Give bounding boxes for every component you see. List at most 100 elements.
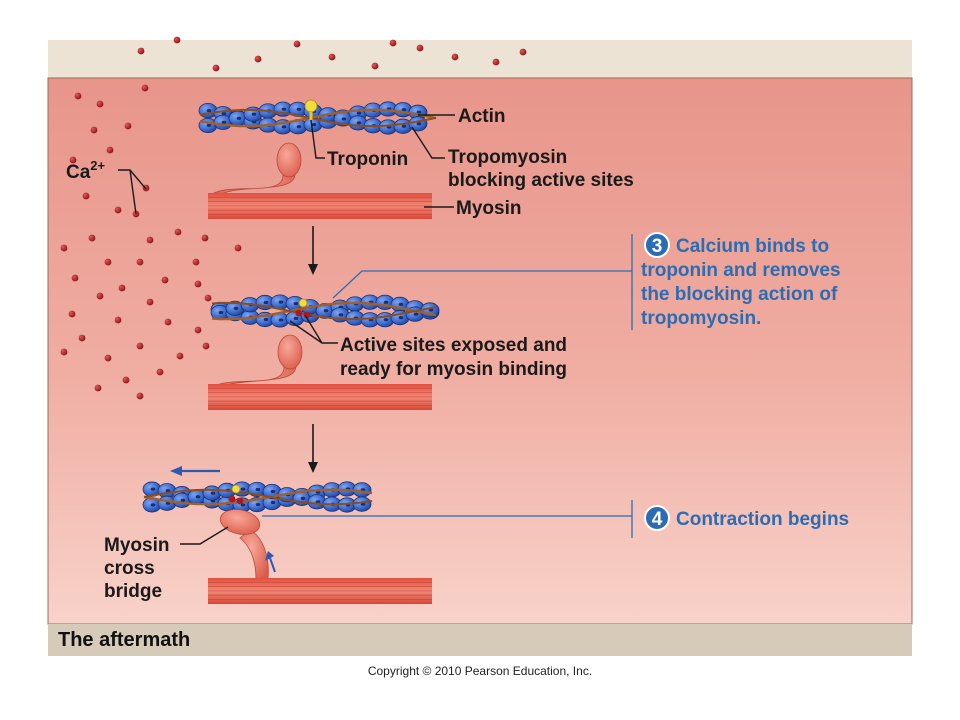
calcium-ion xyxy=(68,310,76,318)
calcium-ion xyxy=(173,36,181,44)
actin-bead-center xyxy=(278,300,284,304)
calcium-ion xyxy=(212,64,220,72)
tropomyosin-leader xyxy=(411,126,445,159)
footer-title: The aftermath xyxy=(58,629,190,651)
calcium-ion xyxy=(114,316,122,324)
actin-bead-center xyxy=(300,496,306,500)
actin-bead-center xyxy=(236,116,242,120)
calcium-ion xyxy=(161,276,169,284)
calcium-ion xyxy=(254,55,262,63)
step-3-text-line2: troponin and removes xyxy=(641,260,841,281)
actin-bead-center xyxy=(240,487,246,491)
calcium-ion xyxy=(192,258,200,266)
cross-bridge-head xyxy=(219,509,261,535)
tropomyosin-strand xyxy=(143,488,373,506)
calcium-ion xyxy=(164,318,172,326)
tropomyosin-strand xyxy=(211,301,437,321)
actin-bead-center xyxy=(293,316,299,321)
calcium-ion xyxy=(60,244,68,252)
calcium-ion xyxy=(124,122,132,130)
calcium-label: Ca2+ xyxy=(66,158,106,183)
active-sites-leader-b xyxy=(304,314,323,344)
actin-bead-center xyxy=(263,300,269,305)
actin-bead-center xyxy=(281,125,287,129)
calcium-ion xyxy=(122,376,130,384)
actin-bead-center xyxy=(251,112,257,116)
footer-bar xyxy=(48,624,912,656)
step-4-number: 4 xyxy=(652,509,663,530)
step-4: 4 Contraction begins xyxy=(644,505,849,531)
step-3: 3 Calcium binds to troponin and removes … xyxy=(641,232,841,329)
myosin-head-blob xyxy=(277,334,303,370)
calcium-ion xyxy=(104,258,112,266)
actin-bead-center xyxy=(255,502,261,507)
tropomyosin-strand xyxy=(143,488,373,506)
actin-bead-center xyxy=(413,312,419,316)
actin-bead-center xyxy=(383,300,389,304)
actin-bead-center xyxy=(221,120,227,124)
calcium-ion xyxy=(194,280,202,288)
myosin-label: Myosin xyxy=(456,198,521,219)
calcium-ion xyxy=(201,234,209,242)
cross-bridge-label-line3: bridge xyxy=(104,581,162,602)
actin-bead-center xyxy=(311,123,317,127)
calcium-label-charge: 2+ xyxy=(90,158,105,173)
actin-bead-center xyxy=(356,111,362,115)
calcium-ion xyxy=(106,146,114,154)
actin-bead-center xyxy=(255,487,261,492)
troponin-complex xyxy=(298,298,308,308)
calcium-ion xyxy=(104,354,112,362)
actin-filament-blocked xyxy=(198,101,437,135)
down-arrow-1 xyxy=(308,226,318,275)
calcium-ion xyxy=(82,192,90,200)
actin-bead-center xyxy=(398,316,404,320)
actin-bead-center xyxy=(296,107,302,111)
calcium-ion xyxy=(71,274,79,282)
calcium-ion xyxy=(96,292,104,300)
calcium-leader-b xyxy=(129,169,137,215)
slide-direction-arrow xyxy=(170,466,220,476)
step-3-text-line4: tropomyosin. xyxy=(641,308,761,329)
actin-bead-center xyxy=(293,301,299,306)
actin-bead-center xyxy=(195,495,201,499)
actin-bead-center xyxy=(296,125,302,129)
myosin-head-blocked xyxy=(210,142,302,195)
calcium-ion xyxy=(60,348,68,356)
actin-bead-center xyxy=(210,491,216,495)
actin-bead-center xyxy=(398,302,404,306)
calcium-ion xyxy=(371,62,379,70)
calcium-ion xyxy=(389,39,397,47)
actin-bead-center xyxy=(165,501,171,505)
tropomyosin-strand xyxy=(199,108,437,128)
calcium-ion xyxy=(519,48,527,56)
calcium-ions xyxy=(60,36,527,400)
tropomyosin-strand xyxy=(211,301,437,321)
actin-bead-center xyxy=(150,503,156,507)
actin-bead-center xyxy=(428,308,434,312)
calcium-ion xyxy=(69,156,77,164)
myosin-head-blob xyxy=(276,142,302,178)
cross-bridge-leader xyxy=(180,526,229,545)
actin-bead-center xyxy=(401,108,407,112)
calcium-ion xyxy=(416,44,424,52)
calcium-ion xyxy=(90,126,98,134)
step3-leader xyxy=(332,270,632,299)
step-3-badge xyxy=(644,232,670,258)
actin-bead-center xyxy=(323,309,329,313)
bound-calcium xyxy=(236,497,244,505)
actin-bead-center xyxy=(416,122,422,126)
copyright-notice: Copyright © 2010 Pearson Education, Inc. xyxy=(368,664,592,678)
calcium-ion xyxy=(74,92,82,100)
actin-bead-center xyxy=(338,313,344,317)
calcium-ion xyxy=(492,58,500,66)
calcium-ion xyxy=(451,53,459,61)
actin-bead-center xyxy=(401,124,407,128)
calcium-ion xyxy=(204,294,212,302)
actin-bead-center xyxy=(278,318,284,322)
actin-bead-center xyxy=(206,108,212,113)
actin-filament-contracting xyxy=(142,481,373,513)
troponin-complex xyxy=(231,484,241,494)
calcium-ion xyxy=(136,342,144,350)
calcium-ion xyxy=(114,206,122,214)
